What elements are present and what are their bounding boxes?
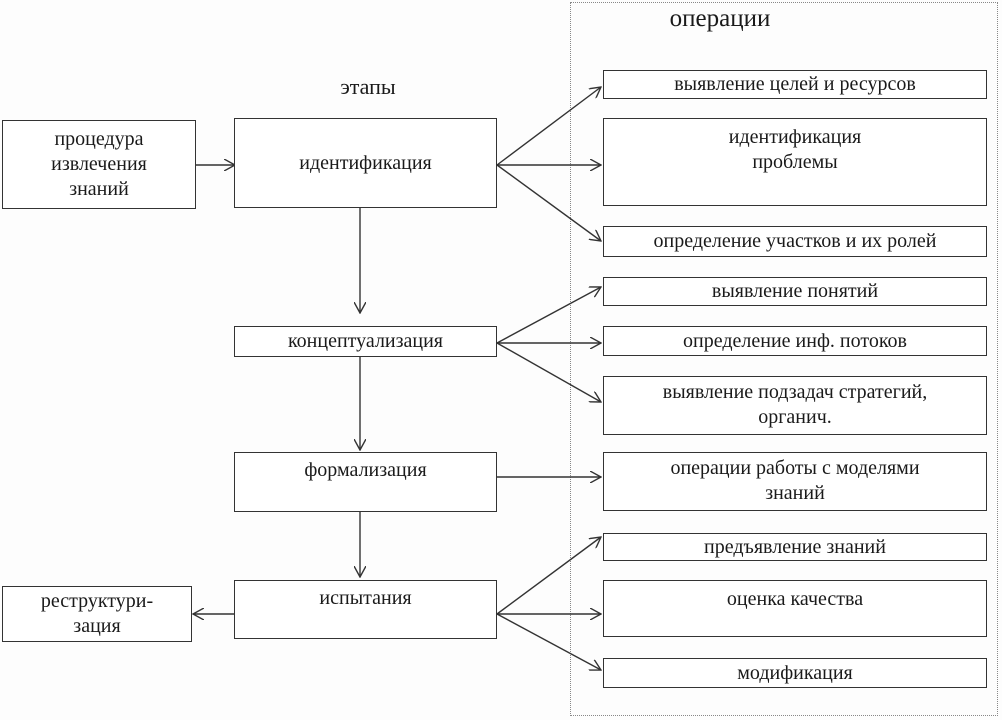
op-participants-label: определение участков и их ролей [653, 230, 937, 252]
arrow-to-participants [496, 164, 601, 241]
restructuring-box: реструктури- зация [2, 586, 192, 642]
stage-identification-label: идентификация [299, 152, 432, 174]
op-modification: модификация [603, 658, 987, 688]
op-subtasks-line-1: выявление подзадач стратегий, [662, 381, 928, 403]
operations-header: операции [669, 5, 771, 32]
op-models-line-1: операции работы с моделями [670, 457, 920, 479]
stage-formalization: формализация [234, 452, 497, 512]
arrow-to-goals [496, 87, 601, 166]
op-goals-label: выявление целей и ресурсов [674, 73, 916, 95]
stage-formalization-label: формализация [304, 459, 427, 481]
op-problem-line-1: идентификация [728, 126, 862, 148]
op-models-line-2: знаний [765, 482, 825, 504]
op-goals: выявление целей и ресурсов [603, 70, 987, 99]
arrow-to-presentation [496, 537, 601, 615]
stage-testing: испытания [234, 580, 497, 639]
op-presentation: предъявление знаний [603, 533, 987, 561]
op-flows: определение инф. потоков [603, 326, 987, 356]
procedure-box: процедура извлечения знаний [2, 120, 196, 209]
stage-conceptualization: концептуализация [234, 326, 497, 357]
op-problem: идентификация проблемы [603, 118, 987, 206]
arrow-to-concepts [496, 287, 601, 344]
operations-panel [570, 2, 998, 716]
procedure-line-3: знаний [69, 178, 129, 200]
op-models: операции работы с моделями знаний [603, 452, 987, 511]
op-participants: определение участков и их ролей [603, 226, 987, 257]
op-modification-label: модификация [737, 661, 853, 684]
procedure-line-2: извлечения [51, 153, 147, 175]
stage-testing-label: испытания [319, 587, 412, 609]
arrow-to-subtasks [496, 342, 601, 402]
procedure-line-1: процедура [54, 128, 144, 150]
op-flows-label: определение инф. потоков [683, 329, 907, 352]
op-subtasks: выявление подзадач стратегий, органич. [603, 376, 987, 435]
op-subtasks-line-2: органич. [758, 406, 832, 428]
arrow-to-modification [496, 613, 601, 670]
op-quality: оценка качества [603, 580, 987, 637]
stage-conceptualization-label: концептуализация [287, 330, 444, 352]
stage-identification: идентификация [234, 118, 497, 208]
stages-header: этапы [340, 74, 396, 99]
op-concepts-label: выявление понятий [711, 280, 879, 302]
op-quality-label: оценка качества [726, 588, 864, 610]
op-problem-line-2: проблемы [752, 151, 838, 173]
op-presentation-label: предъявление знаний [704, 535, 886, 558]
restructuring-line-1: реструктури- [40, 590, 154, 612]
restructuring-line-2: зация [73, 615, 121, 637]
op-concepts: выявление понятий [603, 277, 987, 306]
